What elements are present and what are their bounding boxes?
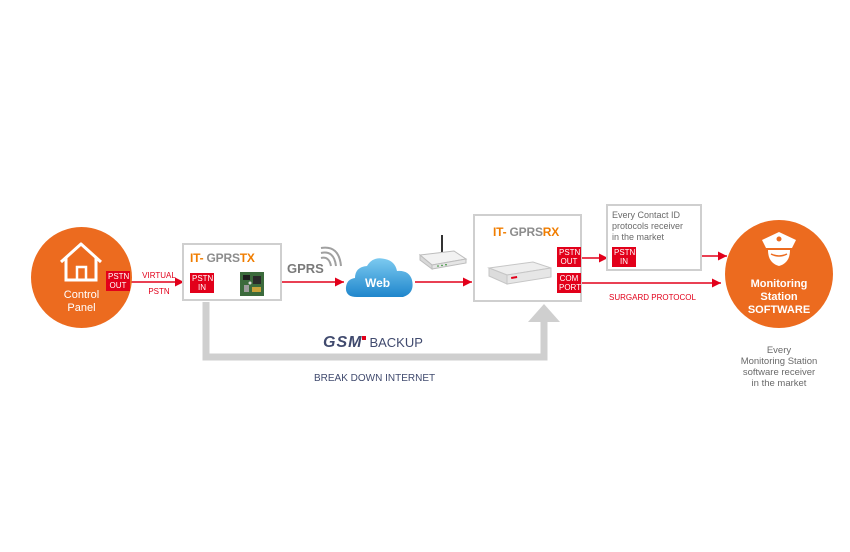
- cloud-label: Web: [365, 276, 391, 290]
- virtual-pstn-line2: PSTN: [148, 287, 170, 296]
- gsm-backup-path: [202, 302, 548, 361]
- contact-id-line2: protocols receiver: [612, 221, 684, 231]
- police-officer-icon: [762, 232, 796, 266]
- pstn-out-tag: PSTN OUT: [106, 271, 130, 291]
- monitoring-label-3: SOFTWARE: [747, 304, 811, 316]
- wifi-signal-icon: [320, 246, 342, 267]
- contact-id-pstn-in-line1: PSTN: [614, 248, 636, 257]
- rx-title-mid: GPRS: [509, 225, 543, 239]
- tx-title-suffix: TX: [239, 251, 255, 265]
- tx-device-title: IT- GPRSTX: [190, 251, 255, 265]
- virtual-pstn-line1: VIRTUAL: [142, 271, 176, 280]
- gsm-logo: GSM: [323, 334, 363, 351]
- monitoring-note: Every Monitoring Station software receiv…: [720, 345, 838, 389]
- virtual-pstn-label: VIRTUAL PSTN: [139, 269, 179, 299]
- house-icon: [59, 242, 103, 282]
- rx-pstn-out-tag: PSTN OUT: [557, 247, 581, 267]
- tx-device-box: IT- GPRSTX PSTN IN: [182, 243, 282, 301]
- contact-id-line3: in the market: [612, 232, 665, 242]
- break-down-internet-label: BREAK DOWN INTERNET: [314, 373, 436, 384]
- rx-title-suffix: RX: [542, 225, 560, 239]
- rx-title-prefix: IT-: [493, 225, 507, 239]
- monitoring-note-line4: in the market: [751, 378, 807, 389]
- gsm-backup-arrowhead: [528, 304, 560, 322]
- tx-title-prefix: IT-: [190, 251, 204, 265]
- monitoring-label-2: Station: [760, 291, 798, 303]
- gprs-label: GPRS: [287, 261, 324, 276]
- monitoring-note-line2: Monitoring Station: [740, 356, 818, 367]
- rx-com-port-tag: COM PORT: [557, 273, 581, 293]
- contact-id-pstn-in-tag: PSTN IN: [612, 247, 636, 267]
- gsm-logo-dot: [362, 336, 367, 340]
- tx-pstn-in-line2: IN: [198, 283, 206, 292]
- tx-pstn-in-tag: PSTN IN: [190, 273, 214, 293]
- contact-id-box: Every Contact ID protocols receiver in t…: [606, 204, 702, 271]
- surgard-protocol-label: SURGARD PROTOCOL: [609, 293, 696, 302]
- rack-receiver-icon: [487, 261, 552, 285]
- rx-device-box: IT- GPRSRX PSTN OUT COM PORT: [473, 214, 582, 302]
- contact-id-text: Every Contact ID protocols receiver in t…: [612, 210, 683, 243]
- rx-com-port-line1: COM: [559, 274, 579, 283]
- router-icon: [418, 235, 468, 270]
- monitoring-label-1: Monitoring: [750, 278, 808, 290]
- tx-title-mid: GPRS: [206, 251, 240, 265]
- contact-id-line1: Every Contact ID: [612, 210, 681, 220]
- rx-pstn-out-line1: PSTN: [559, 248, 581, 257]
- rx-device-title: IT- GPRSRX: [493, 225, 559, 239]
- monitoring-note-line3: software receiver: [742, 367, 816, 378]
- gsm-backup-label: GSM BACKUP: [323, 334, 423, 352]
- control-panel-node: Control Panel: [31, 227, 132, 328]
- monitoring-note-line1: Every: [766, 345, 792, 356]
- circuit-board-icon: [240, 272, 264, 296]
- monitoring-station-node: Monitoring Station SOFTWARE: [725, 220, 833, 328]
- contact-id-pstn-in-line2: IN: [620, 257, 628, 266]
- control-panel-label-1: Control: [63, 289, 100, 301]
- pstn-out-tag-line2: OUT: [109, 281, 127, 290]
- rx-pstn-out-line2: OUT: [560, 257, 578, 266]
- rx-com-port-line2: PORT: [559, 283, 582, 292]
- backup-label: BACKUP: [369, 335, 423, 350]
- tx-pstn-in-line1: PSTN: [192, 274, 214, 283]
- pstn-out-tag-line1: PSTN: [108, 272, 130, 281]
- cloud-icon: [345, 258, 413, 297]
- control-panel-label-2: Panel: [67, 302, 96, 314]
